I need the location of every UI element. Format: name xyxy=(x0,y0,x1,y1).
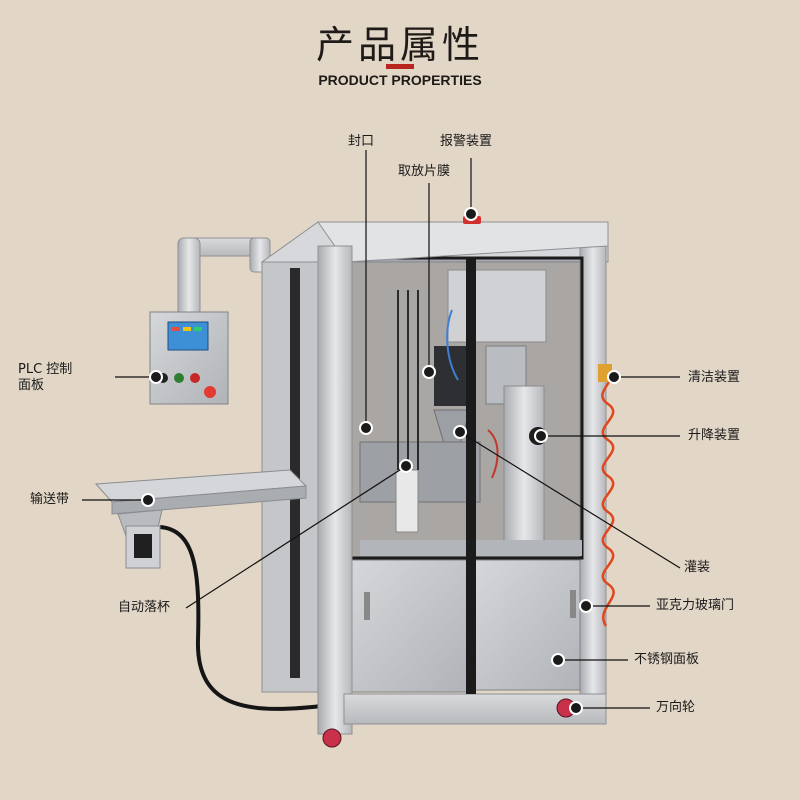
callout-dots xyxy=(141,207,621,715)
label-filling: 灌装 xyxy=(684,560,711,575)
spring-cable xyxy=(601,368,615,627)
leader-lines xyxy=(82,150,681,709)
title-accent-bar xyxy=(386,64,414,69)
label-acrylic-door: 亚克力玻璃门 xyxy=(656,598,735,613)
page-subtitle: PRODUCT PROPERTIES xyxy=(318,72,482,88)
page-title: 产品属性 xyxy=(315,23,484,67)
plc-arm xyxy=(177,237,271,317)
machine-frame-front xyxy=(317,221,609,735)
internal-mechanisms xyxy=(359,269,582,556)
label-auto-cup: 自动落杯 xyxy=(118,600,171,615)
label-conveyor: 输送带 xyxy=(30,492,70,507)
stainless-cabinet xyxy=(351,559,581,693)
label-steel-panel: 不锈钢面板 xyxy=(634,652,700,667)
label-sealing: 封口 xyxy=(348,134,375,149)
power-cable xyxy=(159,525,331,711)
label-alarm: 报警装置 xyxy=(440,134,493,149)
label-caster: 万向轮 xyxy=(656,700,696,715)
label-plc-panel: PLC 控制 面板 xyxy=(18,362,73,393)
plc-control-box xyxy=(149,311,229,405)
label-lifting: 升降装置 xyxy=(688,428,741,443)
label-cleaning: 清洁装置 xyxy=(688,370,741,385)
label-film-pick: 取放片膜 xyxy=(398,164,451,179)
socket-box xyxy=(125,525,161,569)
